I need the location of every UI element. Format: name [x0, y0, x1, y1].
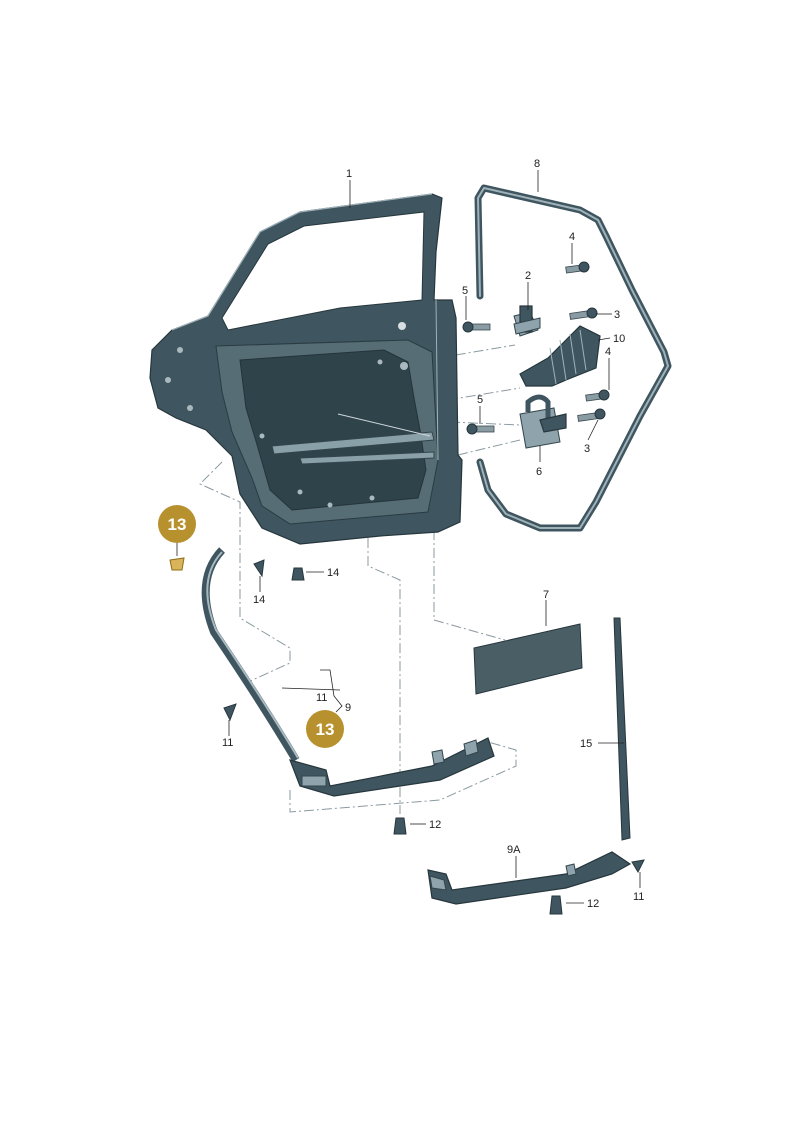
- callout-3-lower: 3: [584, 443, 590, 455]
- callout-11-right: 11: [633, 891, 644, 903]
- callout-labels: 1 2 3 4 5 10 8 4 5 3 6 7 14 14 11 9 11 1…: [222, 158, 644, 910]
- callout-9: 9: [345, 702, 351, 714]
- callout-14-left: 14: [253, 594, 265, 606]
- clip-14-right: [291, 567, 305, 581]
- callout-15: 15: [580, 738, 592, 750]
- callout-5-lower: 5: [477, 394, 483, 406]
- badge-13-upper[interactable]: 13: [158, 505, 196, 543]
- foam-pad-part: [473, 623, 583, 695]
- sill-trim-part: [201, 547, 495, 797]
- callout-3-upper: 3: [614, 309, 620, 321]
- callout-2: 2: [525, 270, 531, 282]
- callout-7: 7: [543, 589, 549, 601]
- clip-11-left: [223, 703, 237, 722]
- badge-13-lower-label: 13: [316, 720, 335, 739]
- callout-11-sill: 11: [316, 692, 327, 704]
- callout-14-right: 14: [327, 567, 339, 579]
- check-strap-part: [519, 325, 601, 387]
- badge-13-upper-label: 13: [168, 515, 187, 534]
- callout-12-lower: 12: [587, 898, 599, 910]
- bolt-4-top: [565, 261, 590, 274]
- callout-10: 10: [613, 333, 625, 345]
- callout-11-left: 11: [222, 737, 233, 749]
- bolt-3-lower: [577, 408, 606, 422]
- leader-lines: [176, 170, 641, 904]
- bolt-4-mid: [585, 389, 610, 402]
- door-shell-part: [149, 193, 463, 545]
- bolt-3-upper: [569, 307, 598, 320]
- callout-9A: 9A: [507, 844, 521, 856]
- clip-11-right: [631, 859, 645, 874]
- bolt-5-lower: [466, 423, 495, 435]
- callout-6: 6: [536, 466, 542, 478]
- clip-13-part: [169, 557, 185, 571]
- callout-5-upper: 5: [462, 285, 468, 297]
- callout-4-top: 4: [569, 231, 575, 243]
- callout-12-center: 12: [429, 819, 441, 831]
- clip-12-lower: [549, 895, 563, 915]
- sill-trim-alt-part: [427, 851, 632, 905]
- lower-hinge-part: [519, 394, 567, 449]
- upper-hinge-part: [513, 305, 541, 337]
- bolt-5-upper: [462, 321, 491, 333]
- door-seal-part: [474, 184, 672, 532]
- badge-13-lower[interactable]: 13: [306, 710, 344, 748]
- callout-1: 1: [346, 168, 352, 180]
- callout-4-mid: 4: [605, 346, 611, 358]
- callout-8: 8: [534, 158, 540, 170]
- strip-part: [613, 617, 631, 841]
- clip-12-center: [393, 817, 407, 835]
- clip-14-left: [253, 559, 265, 578]
